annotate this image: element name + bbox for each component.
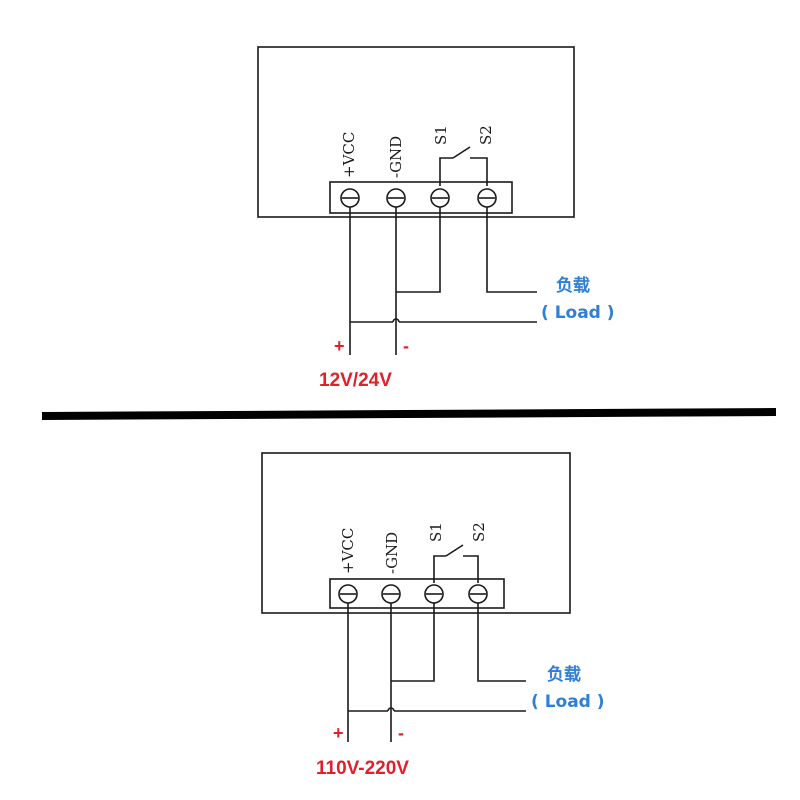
s1-wire <box>391 603 435 682</box>
section-divider <box>41 408 777 420</box>
screw-terminal-gnd <box>386 188 406 208</box>
voltage-label: 12V/24V <box>319 370 392 391</box>
s2-wire <box>477 603 526 682</box>
wiring-lines <box>347 603 526 742</box>
voltage-label: 110V-220V <box>316 758 409 779</box>
minus-label: - <box>403 336 409 356</box>
load-label-cn: 负载 <box>547 664 581 685</box>
screw-terminal-s1 <box>430 188 450 208</box>
switch-symbol <box>439 146 488 186</box>
screw-terminal-gnd <box>381 584 401 604</box>
load-label-en: ( Load ) <box>541 303 615 323</box>
wiring-lines <box>349 207 537 355</box>
switch-symbol <box>433 544 479 583</box>
terminal-label-s1: S1 <box>427 522 445 542</box>
terminal-label-s1: S1 <box>432 125 450 145</box>
wire-crossover <box>392 318 400 323</box>
terminal-label-gnd: -GND <box>383 532 401 574</box>
s1-wire <box>396 207 441 293</box>
terminal-label-s2: S2 <box>477 125 495 145</box>
screw-terminal-s2 <box>477 188 497 208</box>
plus-label: + <box>333 723 344 743</box>
terminal-label-vcc: +VCC <box>339 528 357 574</box>
terminal-label-vcc: +VCC <box>340 132 358 178</box>
load-label-en: ( Load ) <box>531 692 605 712</box>
wire-crossover <box>387 707 395 712</box>
screw-terminal-vcc <box>340 188 360 208</box>
terminal-label-s2: S2 <box>470 522 488 542</box>
plus-label: + <box>334 336 345 356</box>
s2-wire <box>486 207 537 293</box>
wiring-diagram-top: +VCC -GND S1 S2 <box>257 46 615 391</box>
screw-terminal-s1 <box>424 584 444 604</box>
load-label-cn: 负载 <box>556 275 590 296</box>
wiring-diagram-bottom: +VCC -GND S1 S2 <box>261 452 605 779</box>
minus-label: - <box>398 723 404 743</box>
terminal-label-gnd: -GND <box>387 136 405 178</box>
screw-terminal-vcc <box>338 584 358 604</box>
screw-terminal-s2 <box>468 584 488 604</box>
